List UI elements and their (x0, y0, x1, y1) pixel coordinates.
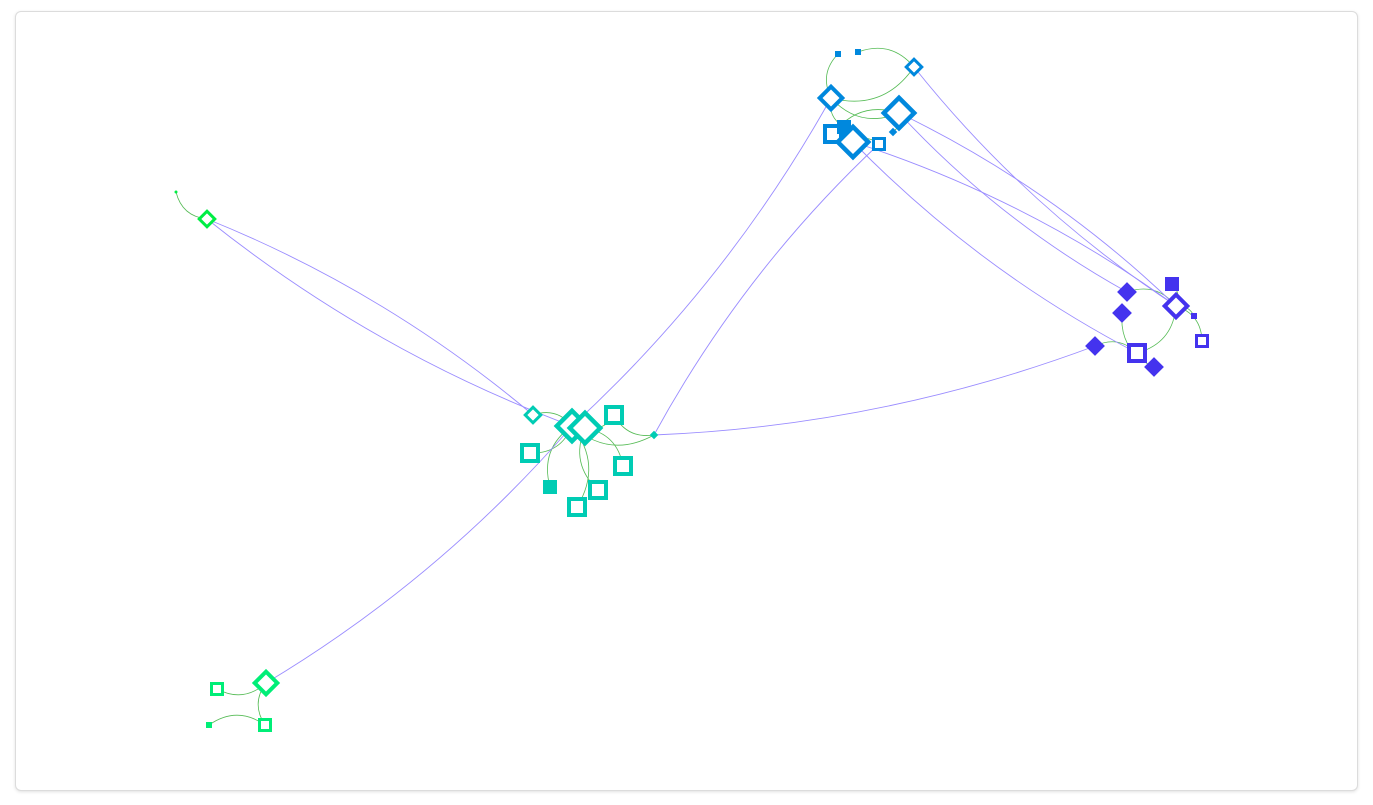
node-l2[interactable] (174, 190, 178, 194)
node-t9[interactable] (523, 405, 543, 425)
node-b7[interactable] (872, 137, 886, 151)
node-g2[interactable] (258, 718, 272, 732)
edge-b2-b9 (857, 47, 915, 68)
node-b3[interactable] (880, 94, 918, 132)
edge-b3-i1 (898, 112, 1177, 307)
edge-b6-i2 (852, 141, 1138, 354)
node-t2[interactable] (566, 409, 604, 447)
node-t10[interactable] (649, 430, 659, 440)
node-t4[interactable] (604, 405, 624, 425)
node-b8[interactable] (835, 51, 841, 57)
node-i3[interactable] (1117, 282, 1137, 302)
node-t7[interactable] (567, 497, 587, 517)
edge-t1-l1 (206, 218, 573, 427)
edge-t9-l1 (206, 218, 534, 416)
edge-t1-b1 (571, 97, 832, 427)
node-g4[interactable] (206, 722, 212, 728)
edge-t10-i5 (653, 345, 1096, 436)
node-b6[interactable] (834, 123, 872, 161)
node-g3[interactable] (210, 682, 224, 696)
node-i5[interactable] (1085, 336, 1105, 356)
node-i6[interactable] (1144, 357, 1164, 377)
node-i1[interactable] (1161, 291, 1191, 321)
node-t6[interactable] (588, 480, 608, 500)
node-i7[interactable] (1165, 277, 1179, 291)
edge-t1-g1 (265, 425, 573, 684)
graph-canvas-frame (15, 11, 1358, 791)
edge-t10-b7 (653, 143, 880, 436)
node-i8[interactable] (1195, 334, 1209, 348)
node-g1[interactable] (251, 668, 281, 698)
node-i4[interactable] (1112, 303, 1132, 323)
node-l1[interactable] (197, 209, 217, 229)
edge-g2-g4 (208, 714, 266, 726)
edge-b6-i1 (852, 141, 1177, 307)
node-b9[interactable] (855, 49, 861, 55)
node-b2[interactable] (904, 57, 924, 77)
nodes-layer (174, 49, 1209, 732)
edge-b2-b1 (830, 66, 915, 102)
edge-b3-i3 (898, 112, 1128, 293)
node-i2[interactable] (1127, 343, 1147, 363)
node-t3[interactable] (520, 443, 540, 463)
node-t8[interactable] (543, 480, 557, 494)
edges-layer (175, 47, 1203, 726)
node-i9[interactable] (1191, 313, 1197, 319)
node-b1[interactable] (816, 83, 846, 113)
node-t5[interactable] (613, 456, 633, 476)
